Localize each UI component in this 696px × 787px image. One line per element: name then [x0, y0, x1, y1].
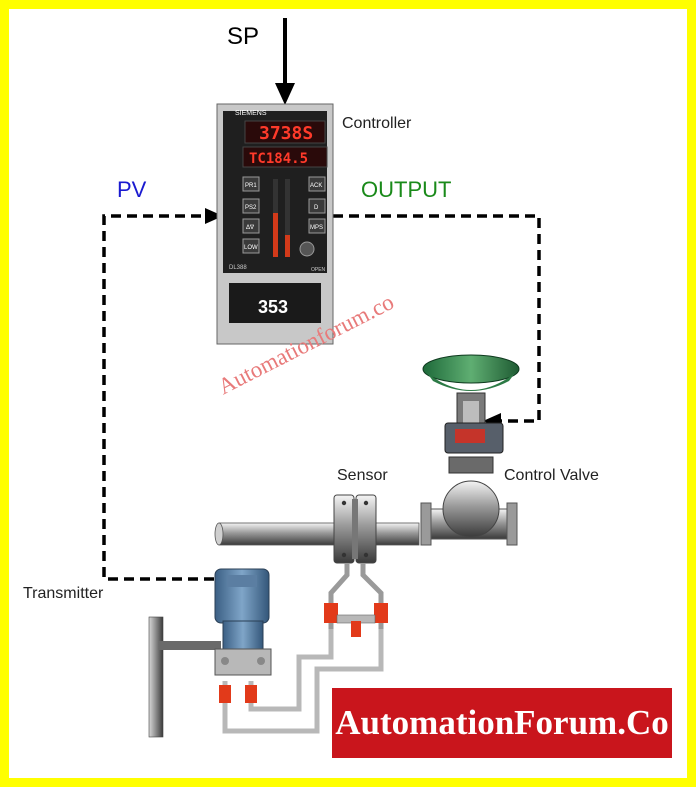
transmitter-valve-left: [219, 685, 231, 703]
controller-button-ps2[interactable]: PS2: [245, 205, 257, 211]
control-valve: [420, 354, 520, 546]
controller-button-updown[interactable]: Δ∇: [246, 224, 255, 231]
controller-button-low[interactable]: LOW: [244, 245, 258, 251]
control-valve-label: Control Valve: [504, 467, 599, 484]
controller-brand: SIEMENS: [235, 110, 267, 117]
controller-knob-icon[interactable]: [299, 241, 315, 257]
transmitter-label: Transmitter: [23, 585, 104, 602]
controller-display-top: 3738S: [259, 123, 313, 144]
process-variable-label: PV: [117, 177, 147, 202]
controller-device: SIEMENS 3738S TC184.5 PR1 PS2 Δ∇ LOW: [216, 103, 334, 345]
controller-left-buttons: PR1 PS2 Δ∇ LOW: [242, 176, 260, 254]
brand-banner: AutomationForum.Co: [332, 688, 672, 758]
setpoint-arrowhead: [275, 83, 295, 105]
controller-button-ack[interactable]: ACK: [310, 183, 322, 189]
transmitter-device: [148, 568, 272, 738]
controller-display-bottom: 353: [258, 297, 288, 317]
controller-footer-right: OPEN: [311, 267, 326, 273]
pv-arrowhead: [205, 208, 223, 224]
setpoint-label: SP: [227, 23, 260, 50]
transmitter-valve-right: [245, 685, 257, 703]
controller-label: Controller: [342, 115, 412, 132]
output-signal-line: [333, 214, 541, 423]
process-pipe: [214, 522, 420, 546]
controller-button-pr1[interactable]: PR1: [245, 183, 257, 189]
output-label: OUTPUT: [361, 177, 452, 202]
process-control-loop-diagram: SIEMENS 3738S TC184.5 PR1 PS2 Δ∇ LOW: [102, 18, 541, 738]
controller-button-mps[interactable]: MPS: [310, 225, 323, 231]
controller-display-middle: TC184.5: [249, 151, 308, 167]
controller-right-buttons: ACK D MPS: [308, 176, 326, 234]
pv-signal-line: [102, 214, 214, 581]
sensor-flange: [324, 494, 388, 637]
impulse-tubing: [222, 629, 384, 734]
sensor-label: Sensor: [337, 467, 388, 484]
brand-banner-text: AutomationForum.Co: [335, 703, 669, 742]
controller-footer-left: DL388: [229, 265, 247, 271]
controller-button-d[interactable]: D: [314, 205, 319, 211]
